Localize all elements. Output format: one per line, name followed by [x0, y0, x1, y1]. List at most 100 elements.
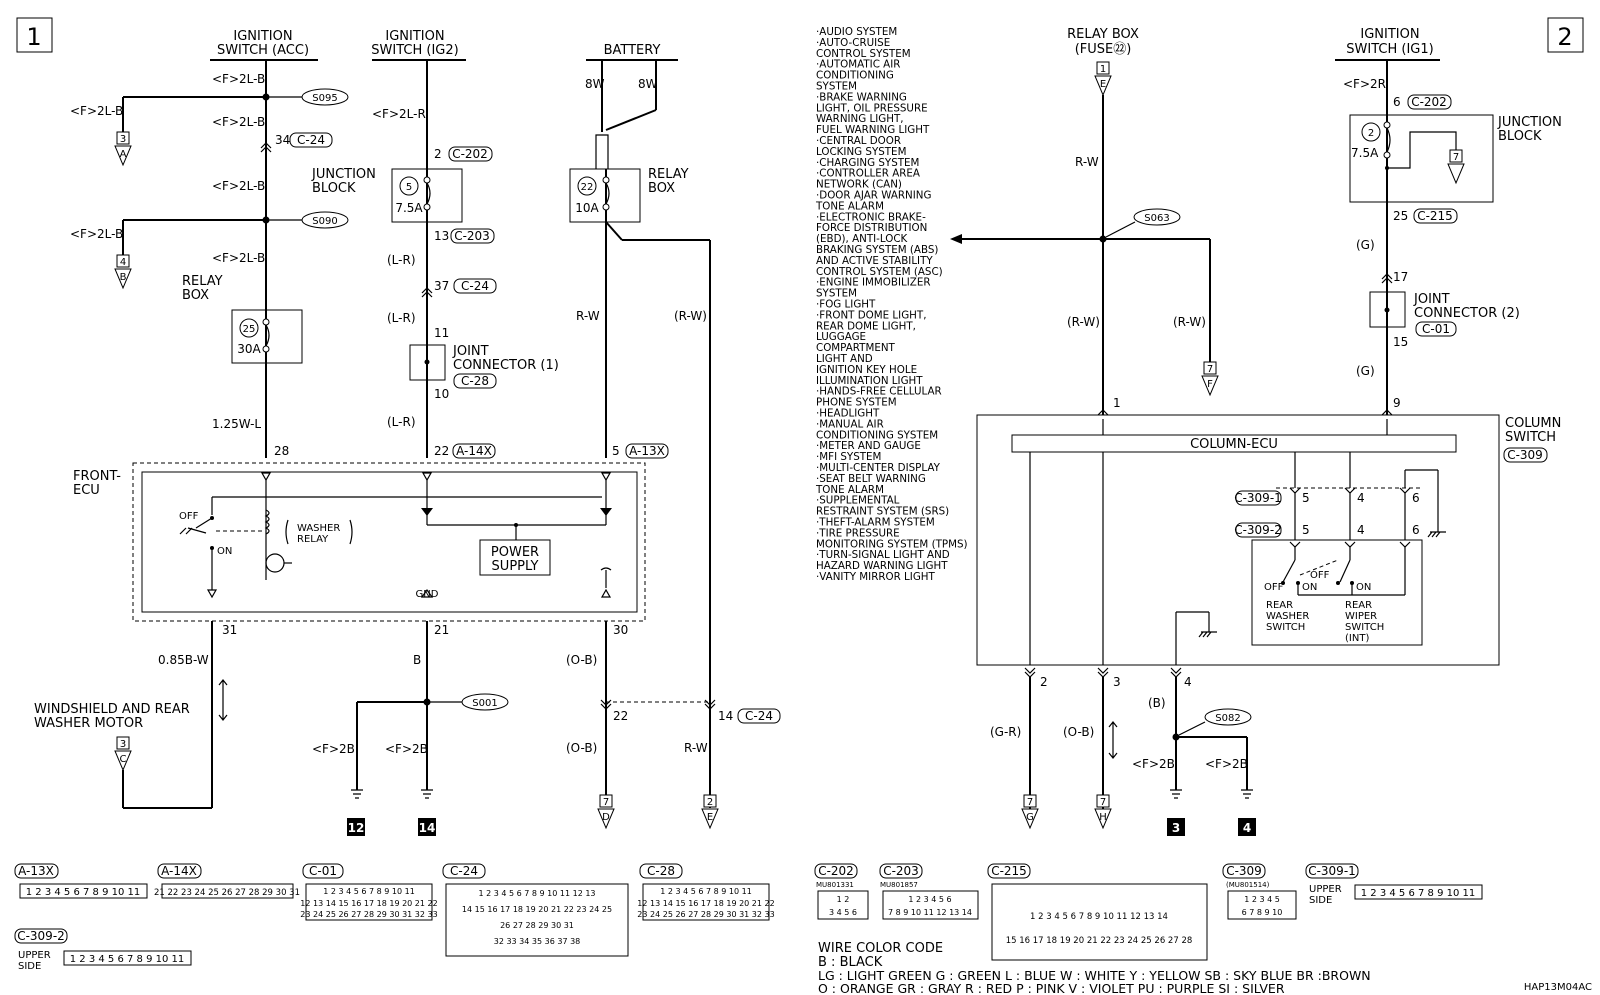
systems-list-item: HAZARD WARNING LIGHT	[816, 560, 948, 572]
cv-c28-row3: 23 24 25 26 27 28 29 30 31 32 33	[637, 910, 774, 919]
relay-box-fuse-2: (FUSE㉒)	[1075, 42, 1132, 57]
rw-top: R-W	[1075, 155, 1099, 169]
systems-list-item: ·FRONT DOME LIGHT,	[816, 309, 926, 321]
column-ecu: COLUMN-ECU	[1190, 437, 1278, 452]
pin-row2-4: 4	[1357, 523, 1365, 537]
systems-list-item: NETWORK (CAN)	[816, 179, 902, 191]
jc2-label-1: JOINT	[1413, 292, 1450, 307]
bat-8w-a: 8W	[585, 77, 605, 91]
systems-list-item: CONTROL SYSTEM	[816, 48, 911, 60]
lr-3: (L-R)	[387, 415, 416, 429]
pin-30: 30	[613, 623, 628, 637]
systems-list-item: ·AUTOMATIC AIR	[816, 59, 900, 71]
g-2: (G)	[1356, 364, 1375, 378]
cv-a14x-pins: 21 22 23 24 25 26 27 28 29 30 31	[154, 888, 300, 898]
gnd-label: GND	[416, 589, 439, 600]
cv-c28-label: C-28	[647, 864, 675, 878]
systems-list-item: ·HEADLIGHT	[816, 408, 880, 420]
pin-14: 14	[718, 709, 733, 723]
systems-list-item: TONE ALARM	[815, 484, 884, 496]
jb-right-2: BLOCK	[1498, 129, 1542, 144]
svg-text:A: A	[120, 149, 127, 160]
systems-list-item: IGNITION KEY HOLE	[816, 364, 917, 376]
conn-c28: C-28	[461, 374, 489, 388]
cv-c28-row1: 1 2 3 4 5 6 7 8 9 10 11	[660, 887, 752, 896]
cv-c3092-pins: 1 2 3 4 5 6 7 8 9 10 11	[70, 954, 185, 965]
washer-motor-1: WINDSHIELD AND REAR	[34, 702, 190, 717]
cv-c24-row2: 14 15 16 17 18 19 20 21 22 23 24 25	[462, 905, 612, 914]
pin-row1-5: 5	[1302, 491, 1310, 505]
acc-wire-top: <F>2L-B	[212, 72, 265, 86]
off-page-connector-3c: 3 C	[114, 736, 132, 772]
fuse25-num: 25	[243, 324, 256, 335]
systems-list-item: BRAKING SYSTEM (ABS)	[816, 244, 938, 256]
splice-s082: S082	[1215, 713, 1240, 724]
column-switch-1: COLUMN	[1505, 416, 1561, 431]
cv-c203-label: C-203	[883, 864, 919, 878]
splice-s001: S001	[472, 698, 497, 709]
wire-085bw: 0.85B-W	[158, 653, 209, 667]
pin-row1-4: 4	[1357, 491, 1365, 505]
systems-list-item: ·CONTROLLER AREA	[816, 168, 920, 180]
cv-c202-label: C-202	[818, 864, 854, 878]
ign-ig2-label-1: IGNITION	[385, 29, 444, 44]
rear-wiper-4: (INT)	[1345, 633, 1369, 644]
svg-text:4: 4	[120, 257, 126, 268]
cv-c202-part: MU801331	[816, 881, 854, 889]
off-page-connector-7f: 7 F	[1201, 361, 1219, 397]
off-page-connector-1e: 1 E	[1094, 61, 1112, 97]
cv-c3092-side-1: UPPER	[18, 950, 51, 961]
g-1: (G)	[1356, 238, 1375, 252]
svg-text:7: 7	[603, 797, 609, 808]
jb-label-2: BLOCK	[312, 181, 356, 196]
rear-washer-1: REAR	[1266, 600, 1293, 611]
fuse5-amp: 7.5A	[395, 201, 423, 215]
systems-list-item: CONDITIONING SYSTEM	[816, 429, 938, 441]
ig2-wire: <F>2L-R	[372, 107, 426, 121]
wire-code-line1: B : BLACK	[818, 955, 883, 970]
ign-acc-label-1: IGNITION	[233, 29, 292, 44]
relay-box-label-1: RELAY	[182, 274, 223, 289]
f2b-2: <F>2B	[385, 742, 428, 756]
on-label: ON	[217, 546, 232, 557]
systems-list-item: WARNING LIGHT,	[816, 113, 904, 125]
ground-4: 4	[1243, 821, 1251, 835]
ground-3: 3	[1172, 821, 1180, 835]
pin-1: 1	[1113, 396, 1121, 410]
ign-ig2-label-2: SWITCH (IG2)	[371, 43, 458, 58]
ground-14: 14	[419, 821, 436, 835]
pin-22b: 22	[613, 709, 628, 723]
off-page-connector-3a: 3 A	[114, 131, 132, 167]
cv-c3092-label: C-309-2	[17, 929, 65, 943]
rw-2: (R-W)	[674, 309, 707, 323]
conn-c309-2: C-309-2	[1234, 523, 1282, 537]
rw-a: (R-W)	[1067, 315, 1100, 329]
cv-a14x-label: A-14X	[161, 864, 197, 878]
rw-1: R-W	[576, 309, 600, 323]
cv-c24-row1: 1 2 3 4 5 6 7 8 9 10 11 12 13	[478, 889, 595, 898]
f2b-right-2: <F>2B	[1205, 757, 1248, 771]
svg-text:C: C	[120, 754, 127, 765]
front-ecu-label-1: FRONT-	[73, 469, 121, 484]
wire-code-line3: O : ORANGE GR : GRAY R : RED P : PINK V …	[818, 981, 1285, 995]
sw-off-2: OFF	[1310, 570, 1330, 581]
cv-c309-row1: 1 2 3 4 5	[1244, 895, 1280, 904]
pin-5: 5	[612, 444, 620, 458]
systems-list-item: RESTRAINT SYSTEM (SRS)	[816, 506, 949, 518]
pin-3-right: 3	[1113, 675, 1121, 689]
systems-list-item: ·FOG LIGHT	[816, 299, 876, 311]
cv-c203-row2: 7 8 9 10 11 12 13 14	[888, 908, 972, 917]
systems-list-item: ·AUTO-CRUISE	[816, 37, 890, 49]
relay-box2-label-2: BOX	[648, 181, 675, 196]
cv-c202-row2: 3 4 5 6	[829, 908, 857, 917]
fuse25-amp: 30A	[237, 342, 261, 356]
systems-list-item: CONDITIONING	[816, 70, 894, 82]
acc-pin-34: 34	[275, 133, 290, 147]
pin-31: 31	[222, 623, 237, 637]
acc-mid-1: <F>2L-B	[212, 115, 265, 129]
wire-code-line2: LG : LIGHT GREEN G : GREEN L : BLUE W : …	[818, 968, 1371, 983]
splice-s090: S090	[312, 216, 337, 227]
acc-branch-1: <F>2L-B	[70, 104, 123, 118]
systems-list-item: CONTROL SYSTEM (ASC)	[816, 266, 943, 278]
